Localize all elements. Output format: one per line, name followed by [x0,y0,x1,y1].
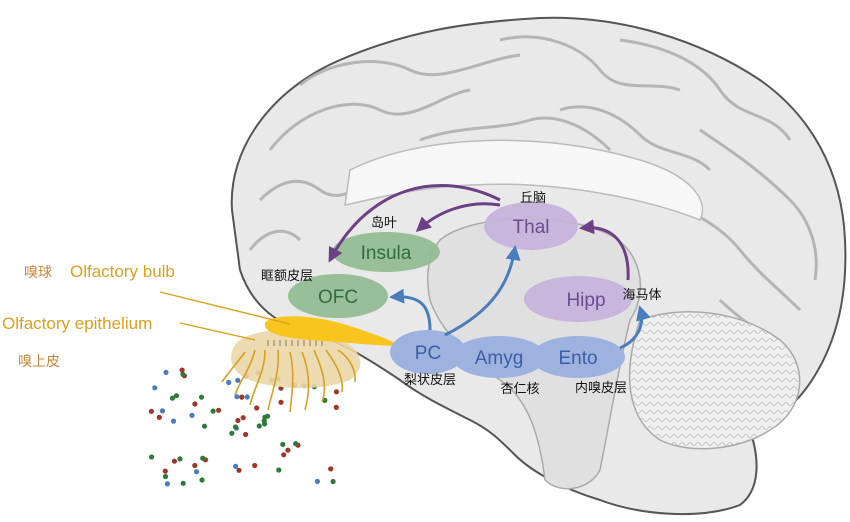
odor-molecule-dot [281,452,287,458]
olfactory-bulb-shape [264,316,400,346]
odor-molecule-dot [177,456,183,462]
odor-molecule-dot [330,478,336,485]
odor-molecule-dot [162,468,168,474]
odor-molecule-dot [198,394,205,400]
odor-molecule-dot [163,369,169,375]
odor-molecule-dot [254,405,260,411]
ento-region [531,336,625,378]
odor-molecule-dot [180,371,186,377]
odor-molecule-dot [240,415,246,421]
odor-molecule-dot [333,389,339,395]
amyg-cn-label: 杏仁核 [500,382,539,397]
odor-molecule-dot [169,395,176,401]
odor-molecule-dot [252,462,258,469]
odor-molecule-dot [152,385,158,391]
olfactory-bulb-cn-label: 嗅球 [24,265,52,281]
odor-molecule-dot [256,423,262,429]
odor-molecule-dot [193,469,200,475]
pc-label: PC [415,343,441,364]
arrow-ento-to-hipp [619,305,651,350]
cribriform-plate [267,340,323,346]
odor-molecule-dot [236,467,242,473]
ento-cn-label: 内嗅皮层 [575,380,627,396]
odor-molecule-dot [159,408,166,414]
odor-molecule-dot [179,367,185,373]
insula-cn-label: 岛叶 [371,215,397,231]
odor-molecule-dot [201,423,208,429]
thal-label: Thal [513,217,550,238]
odor-molecule-dot [243,431,249,438]
hipp-region [524,276,632,322]
receptor-neurons [221,349,356,413]
insula-label: Insula [361,243,412,264]
odor-molecule-dot [180,480,186,486]
odor-molecule-dot [164,481,170,487]
odor-molecule-dot [276,467,282,473]
ofc-cn-label: 眶额皮层 [261,269,313,284]
odor-molecule-dot [265,413,271,419]
odor-molecule-dot [189,412,195,418]
brain-illustration [230,16,847,516]
odor-molecule-dot [162,473,169,480]
pc-region [390,330,466,374]
hipp-label: Hipp [566,290,605,311]
pc-cn-label: 梨状皮层 [404,373,456,388]
leader-line-bulb [159,291,291,325]
amyg-label: Amyg [475,348,524,369]
odor-molecule-dot [149,454,155,460]
odor-molecule-dot [262,421,268,427]
odor-molecule-dot [232,424,239,430]
odor-molecule-dot [229,430,235,436]
odor-molecule-dot [235,417,241,424]
odor-molecule-dot [170,418,177,424]
ofc-region [288,274,388,318]
leader-line-epithelium [179,322,256,341]
olfactory-epithelium-cn-label: 嗅上皮 [18,354,60,370]
odor-molecule-dot [285,447,291,453]
odor-molecule-dot [173,393,180,399]
odor-molecule-dot [192,462,198,469]
thal-region [484,202,578,250]
ento-label: Ento [558,348,597,369]
arrow-hipp-to-thal [579,219,630,281]
olfactory-bulb-label: Olfactory bulb [70,262,175,281]
odor-molecule-dot [280,441,286,447]
odor-molecule-dot [239,394,245,400]
odor-molecule-dot [210,408,216,414]
amyg-region [452,336,546,378]
olfactory-epithelium-label: Olfactory epithelium [2,314,152,333]
hipp-cn-label: 海马体 [622,288,661,303]
odor-molecule-dot [148,408,154,414]
ofc-label: OFC [318,287,358,308]
odor-molecule-dot [234,394,240,400]
odor-molecule-dot [333,404,339,410]
odor-molecule-dot [199,477,205,483]
odor-molecule-dot [200,455,206,461]
arrow-thal-to-ofc [328,184,501,263]
odor-molecule-dot [314,478,320,484]
odor-molecule-dot [192,401,198,407]
odor-molecule-dot [233,463,239,469]
odor-molecule-dot [171,458,177,464]
odor-molecule-dot [293,441,299,447]
odor-molecule-dot [278,399,284,405]
arrow-thal-to-insula [415,202,501,233]
odor-molecule-dot [226,379,232,386]
olfactory-epithelium-shape [231,329,361,389]
odor-molecule-dot [235,377,241,383]
thal-cn-label: 丘脑 [520,191,546,206]
odor-molecule-dot [216,407,222,413]
insula-region [332,232,440,272]
odor-molecule-dot [156,414,162,420]
odor-molecule-dot [328,466,334,472]
arrow-pc-to-ofc [389,288,432,331]
arrow-pc-to-thal [444,245,521,337]
odor-molecule-dot [244,394,250,400]
